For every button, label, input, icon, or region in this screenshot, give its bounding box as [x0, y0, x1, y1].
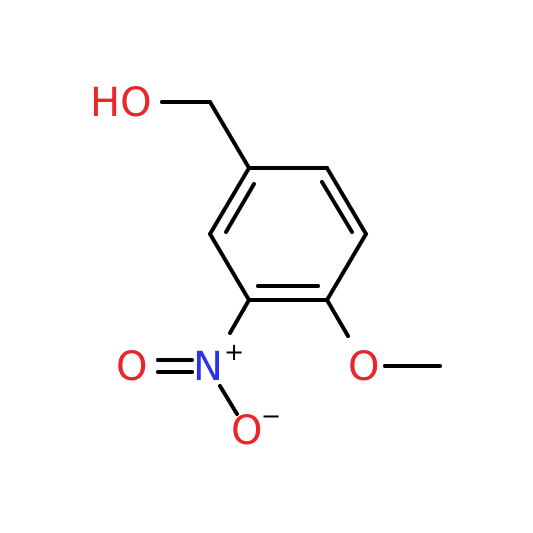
bond-layer: [156, 100, 442, 416]
ring-inner-double-c6-c1: [224, 182, 256, 234]
nitro-nitrogen-label: N: [193, 344, 223, 390]
bond-ring-methoxy-o: [325, 298, 350, 338]
ring-inner-double-c2-c3: [320, 180, 354, 234]
nitro-negative-charge: −: [261, 402, 281, 430]
bond-ring-nitro-n: [228, 298, 251, 335]
bond-nitro-single: [218, 384, 239, 416]
nitro-double-oxygen-label: O: [116, 344, 147, 390]
ring-bond-c3-c4: [325, 232, 368, 302]
nitro-single-oxygen-label: O: [231, 408, 262, 454]
nitro-positive-charge: +: [224, 338, 244, 366]
ring-bond-c5-c6: [208, 232, 251, 302]
hydroxyl-label: HO: [90, 80, 152, 126]
ring-bond-c6-c1: [208, 166, 251, 236]
ring-bond-c2-c3: [325, 166, 368, 236]
bond-ch2-ring: [208, 100, 251, 170]
atom-label-layer: HO O N + O O −: [90, 80, 379, 454]
methoxy-oxygen-label: O: [348, 344, 379, 390]
